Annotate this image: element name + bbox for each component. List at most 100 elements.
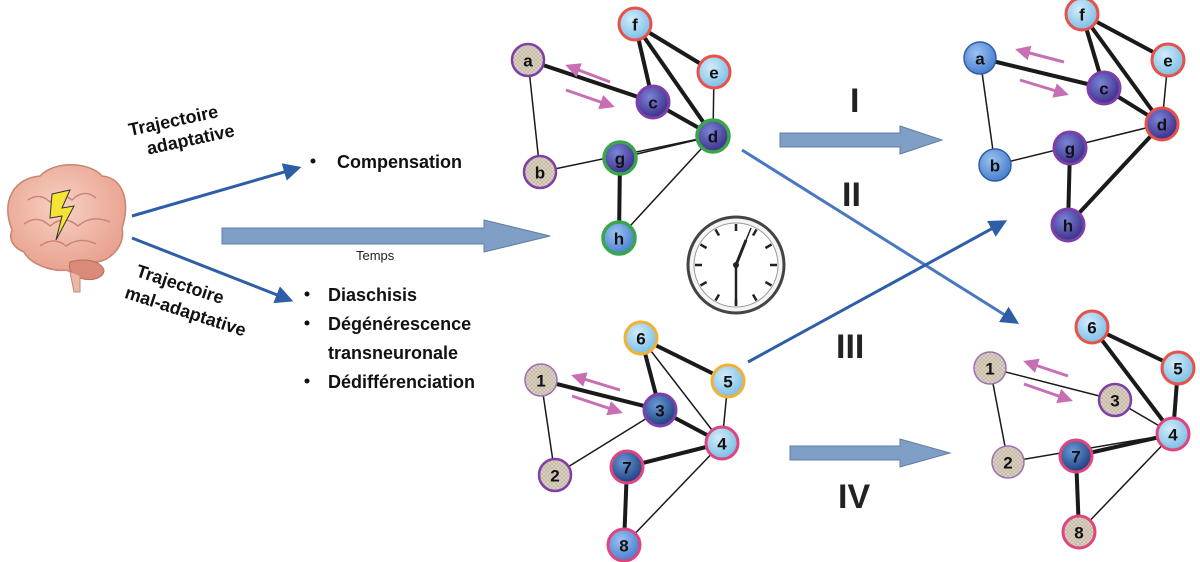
node-b <box>522 154 558 190</box>
node-label-6: 6 <box>1087 319 1096 338</box>
arrow-II <box>741 148 1020 324</box>
node-g <box>602 140 638 176</box>
node-label-g: g <box>615 150 625 169</box>
node-label-8: 8 <box>1074 524 1083 543</box>
edge-a-c <box>979 56 1105 90</box>
node-label-b: b <box>535 164 545 183</box>
edge-2-3 <box>554 409 661 476</box>
node-6 <box>623 320 659 356</box>
node-label-f: f <box>632 16 638 35</box>
edge-8-4 <box>1078 433 1174 533</box>
node-label-a: a <box>523 52 533 71</box>
edge-f-d <box>1080 12 1164 126</box>
node-4 <box>1155 416 1191 452</box>
node-5 <box>710 363 746 399</box>
node-c <box>1086 70 1122 106</box>
maladaptive-trajectory-label: Trajectoire mal-adaptative <box>123 260 256 341</box>
time-arrow <box>221 219 551 253</box>
flow-arrow-0 <box>571 372 621 392</box>
node-label-3: 3 <box>1110 392 1119 411</box>
node-4 <box>704 425 740 461</box>
edge-1-3 <box>989 367 1116 401</box>
node-label-4: 4 <box>1168 426 1178 445</box>
arrow-I <box>779 125 944 155</box>
flow-arrow-1 <box>565 88 615 110</box>
edge-8-4 <box>623 442 723 546</box>
flow-arrow-0 <box>1023 358 1069 378</box>
edge-6-4 <box>1090 325 1175 436</box>
node-label-2: 2 <box>550 467 559 486</box>
node-8 <box>606 527 642 562</box>
node-e <box>1150 42 1186 78</box>
edge-a-b <box>527 59 541 173</box>
node-h <box>1050 207 1086 243</box>
node-5 <box>1160 350 1196 386</box>
clock-icon <box>686 215 786 315</box>
node-f <box>1064 0 1100 32</box>
node-7 <box>609 449 645 485</box>
node-f <box>617 6 653 42</box>
node-label-d: d <box>708 128 718 147</box>
node-label-6: 6 <box>636 330 645 349</box>
flow-arrow-1 <box>1019 78 1069 98</box>
edge-6-4 <box>640 337 723 444</box>
node-label-4: 4 <box>717 435 727 454</box>
node-label-f: f <box>1079 6 1085 25</box>
node-label-2: 2 <box>1003 454 1012 473</box>
edge-f-d <box>633 22 715 138</box>
node-d <box>695 118 731 154</box>
label-III: III <box>836 328 864 366</box>
node-e <box>696 54 732 90</box>
svg-text:Diaschisis: Diaschisis <box>328 285 417 305</box>
node-h <box>601 220 637 256</box>
flow-arrow-1 <box>571 394 623 416</box>
node-label-d: d <box>1157 116 1167 135</box>
node-label-c: c <box>648 94 657 113</box>
adaptive-trajectory-label: Trajectoire adaptative <box>127 99 237 162</box>
node-a <box>510 42 546 78</box>
node-2 <box>537 457 573 493</box>
node-6 <box>1074 309 1110 345</box>
node-1 <box>973 351 1007 385</box>
node-1 <box>524 363 558 397</box>
adaptive-trajectory-arrow <box>131 163 302 218</box>
node-a <box>963 41 997 75</box>
flow-arrow-1 <box>1023 382 1073 404</box>
maladaptive-list: Diaschisis Dégénérescence transneuronale… <box>304 285 475 392</box>
flow-arrow-0 <box>1015 45 1065 64</box>
time-label: Temps <box>356 248 395 263</box>
node-g <box>1052 130 1088 166</box>
node-label-a: a <box>975 50 985 69</box>
node-b <box>978 148 1012 182</box>
compensation-label: Compensation <box>337 152 462 172</box>
arrow-III <box>747 220 1008 364</box>
node-7 <box>1058 438 1094 474</box>
node-d <box>1144 106 1180 142</box>
edge-h-d <box>1066 122 1164 227</box>
lightning-bolt-icon <box>49 189 75 241</box>
node-label-e: e <box>1163 52 1172 71</box>
node-label-1: 1 <box>536 372 545 391</box>
node-label-7: 7 <box>1071 448 1080 467</box>
node-3 <box>1097 382 1133 418</box>
node-label-5: 5 <box>1173 360 1182 379</box>
flow-arrow-0 <box>565 63 611 84</box>
svg-text:Dédifférenciation: Dédifférenciation <box>328 372 475 392</box>
svg-text:transneuronale: transneuronale <box>328 343 458 363</box>
node-label-h: h <box>614 230 624 249</box>
node-c <box>635 84 671 120</box>
node-label-8: 8 <box>619 537 628 556</box>
svg-text:Dégénérescence: Dégénérescence <box>328 314 471 334</box>
edge-h-d <box>618 135 714 239</box>
node-2 <box>991 445 1025 479</box>
edge-1-3 <box>540 378 661 412</box>
node-label-g: g <box>1065 140 1075 159</box>
edge-a-b <box>979 57 996 166</box>
brain-icon <box>7 164 127 293</box>
node-label-b: b <box>990 157 1000 176</box>
